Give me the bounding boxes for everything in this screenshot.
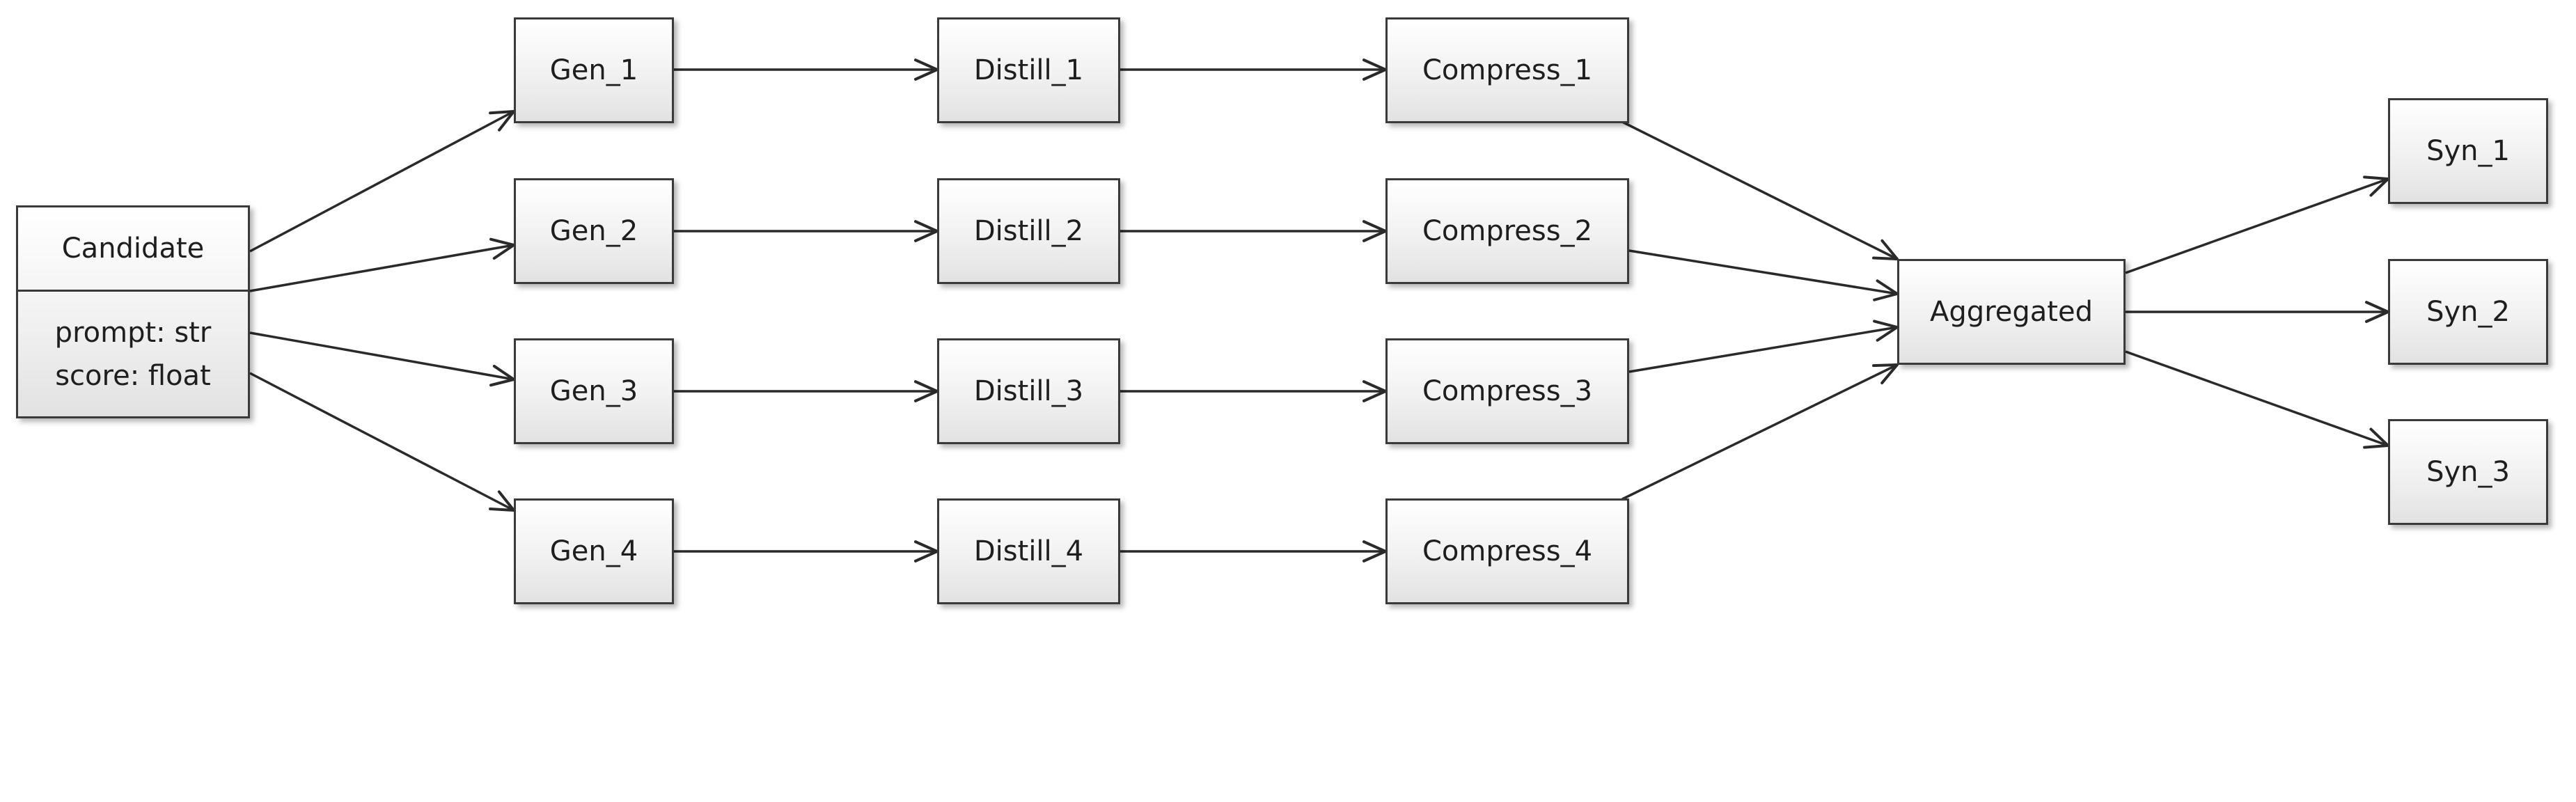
edge-distill-0-to-compress-0 xyxy=(1120,58,1387,81)
distill-node-2[interactable]: Distill_2 xyxy=(937,178,1120,284)
aggregated-node[interactable]: Aggregated xyxy=(1897,259,2126,365)
edge-aggregated-to-syn-1 xyxy=(2126,301,2389,323)
edge-compress-1-to-aggregated xyxy=(1628,249,1899,301)
compress-node-3[interactable]: Compress_3 xyxy=(1385,338,1629,444)
candidate-attributes: prompt: str score: float xyxy=(18,292,248,416)
candidate-node[interactable]: Candidate prompt: str score: float xyxy=(16,205,250,418)
edge-distill-2-to-compress-2 xyxy=(1120,380,1387,402)
edge-candidate-to-gen-0 xyxy=(249,110,515,253)
gen-node-4[interactable]: Gen_4 xyxy=(514,498,674,604)
edge-gen-3-to-distill-3 xyxy=(674,540,938,563)
compress-node-2[interactable]: Compress_2 xyxy=(1385,178,1629,284)
syn-node-3[interactable]: Syn_3 xyxy=(2388,419,2548,525)
compress-node-1[interactable]: Compress_1 xyxy=(1385,17,1629,123)
compress-node-4[interactable]: Compress_4 xyxy=(1385,498,1629,604)
edge-distill-1-to-compress-1 xyxy=(1120,220,1387,242)
gen-node-2[interactable]: Gen_2 xyxy=(514,178,674,284)
distill-node-1[interactable]: Distill_1 xyxy=(937,17,1120,123)
edge-candidate-to-gen-1 xyxy=(249,237,515,292)
edge-candidate-to-gen-2 xyxy=(249,331,515,387)
edge-compress-2-to-aggregated xyxy=(1628,320,1899,373)
edge-compress-3-to-aggregated xyxy=(1621,363,1899,501)
gen-node-1[interactable]: Gen_1 xyxy=(514,17,674,123)
syn-node-2[interactable]: Syn_2 xyxy=(2388,259,2548,365)
distill-node-4[interactable]: Distill_4 xyxy=(937,498,1120,604)
distill-node-3[interactable]: Distill_3 xyxy=(937,338,1120,444)
syn-node-1[interactable]: Syn_1 xyxy=(2388,98,2548,204)
edge-compress-0-to-aggregated xyxy=(1621,120,1899,260)
candidate-attr-score: score: float xyxy=(55,359,211,392)
candidate-attr-prompt: prompt: str xyxy=(54,316,212,349)
candidate-title: Candidate xyxy=(18,207,248,292)
gen-node-3[interactable]: Gen_3 xyxy=(514,338,674,444)
edge-gen-2-to-distill-2 xyxy=(674,380,938,402)
edge-distill-3-to-compress-3 xyxy=(1120,540,1387,563)
edge-aggregated-to-syn-2 xyxy=(2125,350,2389,449)
edge-candidate-to-gen-3 xyxy=(249,372,515,512)
edge-gen-1-to-distill-1 xyxy=(674,220,938,242)
edge-aggregated-to-syn-0 xyxy=(2125,175,2389,274)
edge-gen-0-to-distill-0 xyxy=(674,58,938,81)
